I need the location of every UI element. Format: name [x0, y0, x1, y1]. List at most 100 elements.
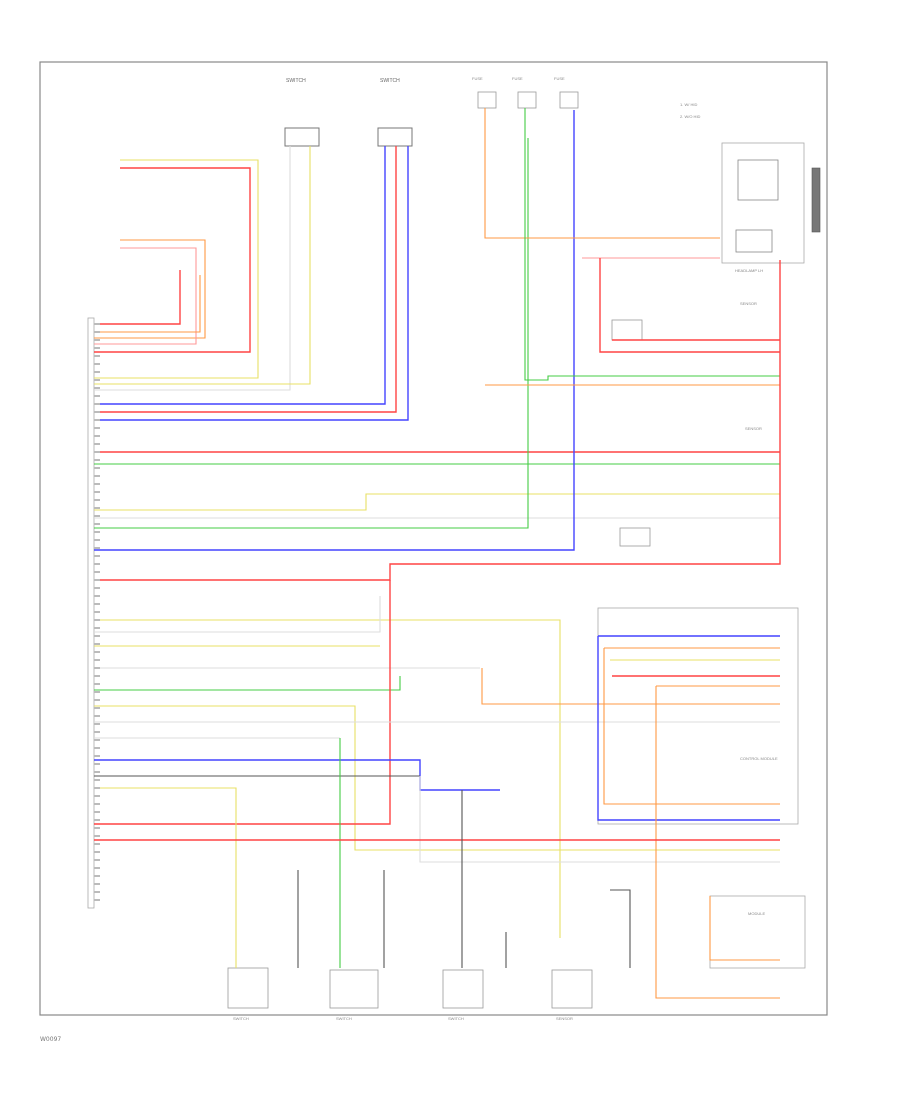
- wire-white-24: [94, 596, 381, 633]
- connector-pin: [94, 411, 100, 413]
- wire-black-53: [610, 889, 631, 968]
- wire-orange-17: [484, 108, 720, 239]
- connector-pin: [94, 699, 100, 701]
- wire-blue-16: [94, 110, 575, 551]
- connector-pin: [94, 379, 100, 381]
- connector-pin: [94, 867, 100, 869]
- wire-red-4: [94, 270, 181, 325]
- connector-pin: [94, 603, 100, 605]
- connector-pin: [94, 635, 100, 637]
- connector-pin: [94, 611, 100, 613]
- headlamp-box: [721, 142, 805, 264]
- wire-red-30: [94, 260, 781, 581]
- bottom-switch-3-label: SWITCH: [448, 1016, 464, 1021]
- connector-pin: [94, 355, 100, 357]
- left-sensor-label: SENSOR: [745, 426, 762, 431]
- connector-pin: [94, 443, 100, 445]
- connector-pin: [94, 483, 100, 485]
- connector-pin: [94, 723, 100, 725]
- wires: [94, 108, 781, 999]
- wire-orange-29: [481, 668, 780, 705]
- connector-pin: [94, 587, 100, 589]
- connector-pin: [94, 859, 100, 861]
- legend-item-2: 2. W/O HID: [680, 114, 701, 119]
- diagram-frame: [39, 61, 828, 1016]
- wire-orange-42: [603, 648, 780, 805]
- connector-pin: [94, 595, 100, 597]
- wire-yellow-7: [94, 146, 311, 385]
- connector-pin: [94, 451, 100, 453]
- connector-pin: [94, 467, 100, 469]
- fuse-2: [517, 91, 537, 109]
- top-left-switch-label: SWITCH: [286, 78, 306, 84]
- connector-pin: [94, 331, 100, 333]
- wire-red-21: [599, 258, 780, 353]
- connector-pin: [94, 371, 100, 373]
- wire-red-9: [94, 146, 397, 413]
- connector-pin: [94, 763, 100, 765]
- left-connector: [87, 317, 95, 909]
- connector-pin: [94, 739, 100, 741]
- bottom-switch-1: [227, 967, 269, 1009]
- connector-pin: [94, 395, 100, 397]
- connector-pin: [94, 387, 100, 389]
- right-sensor-label: SENSOR: [740, 301, 757, 306]
- wire-yellow-37: [94, 787, 237, 968]
- wire-red-31: [94, 580, 391, 825]
- wire-orange-2: [94, 239, 206, 339]
- top-left-switch: [284, 127, 320, 147]
- wire-yellow-0: [94, 159, 259, 379]
- bottom-switch-1-label: SWITCH: [233, 1016, 249, 1021]
- top-right-switch: [377, 127, 413, 147]
- connector-pin: [94, 491, 100, 493]
- right-sensor-box: [611, 319, 643, 341]
- fuse-3-label: FUSE: [554, 76, 565, 81]
- connector-pin: [94, 339, 100, 341]
- wire-green-15: [94, 138, 529, 529]
- connector-pin: [94, 523, 100, 525]
- wire-white-6: [94, 146, 291, 391]
- connector-pin: [94, 419, 100, 421]
- connector-pin: [94, 787, 100, 789]
- connector-pin: [94, 427, 100, 429]
- wire-orange-47: [709, 896, 780, 961]
- connector-pin: [94, 627, 100, 629]
- wire-yellow-23: [94, 619, 561, 938]
- connector-pin: [94, 779, 100, 781]
- wire-blue-43: [597, 636, 780, 821]
- headlamp-connector: [811, 167, 821, 233]
- control-module-label: CONTROL MODULE: [740, 756, 778, 761]
- connector-pin: [94, 643, 100, 645]
- wire-white-38: [419, 776, 780, 863]
- connector-pin: [94, 843, 100, 845]
- connector-pin: [94, 659, 100, 661]
- fuse-1-label: FUSE: [472, 76, 483, 81]
- module-box: [709, 895, 806, 969]
- wire-blue-8: [94, 146, 409, 421]
- wire-orange-46: [655, 686, 780, 999]
- connector-pin: [94, 747, 100, 749]
- connector-pin: [94, 499, 100, 501]
- module-label: MODULE: [748, 911, 765, 916]
- headlamp-inner-2: [735, 229, 773, 253]
- connector-pin: [94, 803, 100, 805]
- connector-pin: [94, 827, 100, 829]
- connector-pin: [94, 555, 100, 557]
- bottom-sensor: [551, 969, 593, 1009]
- connector-pin: [94, 459, 100, 461]
- connector-pin: [94, 819, 100, 821]
- connector-pin: [94, 691, 100, 693]
- diagram-ref: W0097: [40, 1036, 62, 1043]
- connector-pin: [94, 619, 100, 621]
- fuse-2-label: FUSE: [512, 76, 523, 81]
- connector-pin: [94, 323, 100, 325]
- connector-pin: [94, 651, 100, 653]
- connector-pin: [94, 715, 100, 717]
- connector-pin: [94, 347, 100, 349]
- connector-pin: [94, 883, 100, 885]
- headlamp-inner: [737, 159, 779, 201]
- headlamp-label: HEADLAMP LH: [735, 268, 763, 273]
- connector-pin: [94, 755, 100, 757]
- wire-blue-34: [94, 759, 500, 791]
- connector-pin: [94, 563, 100, 565]
